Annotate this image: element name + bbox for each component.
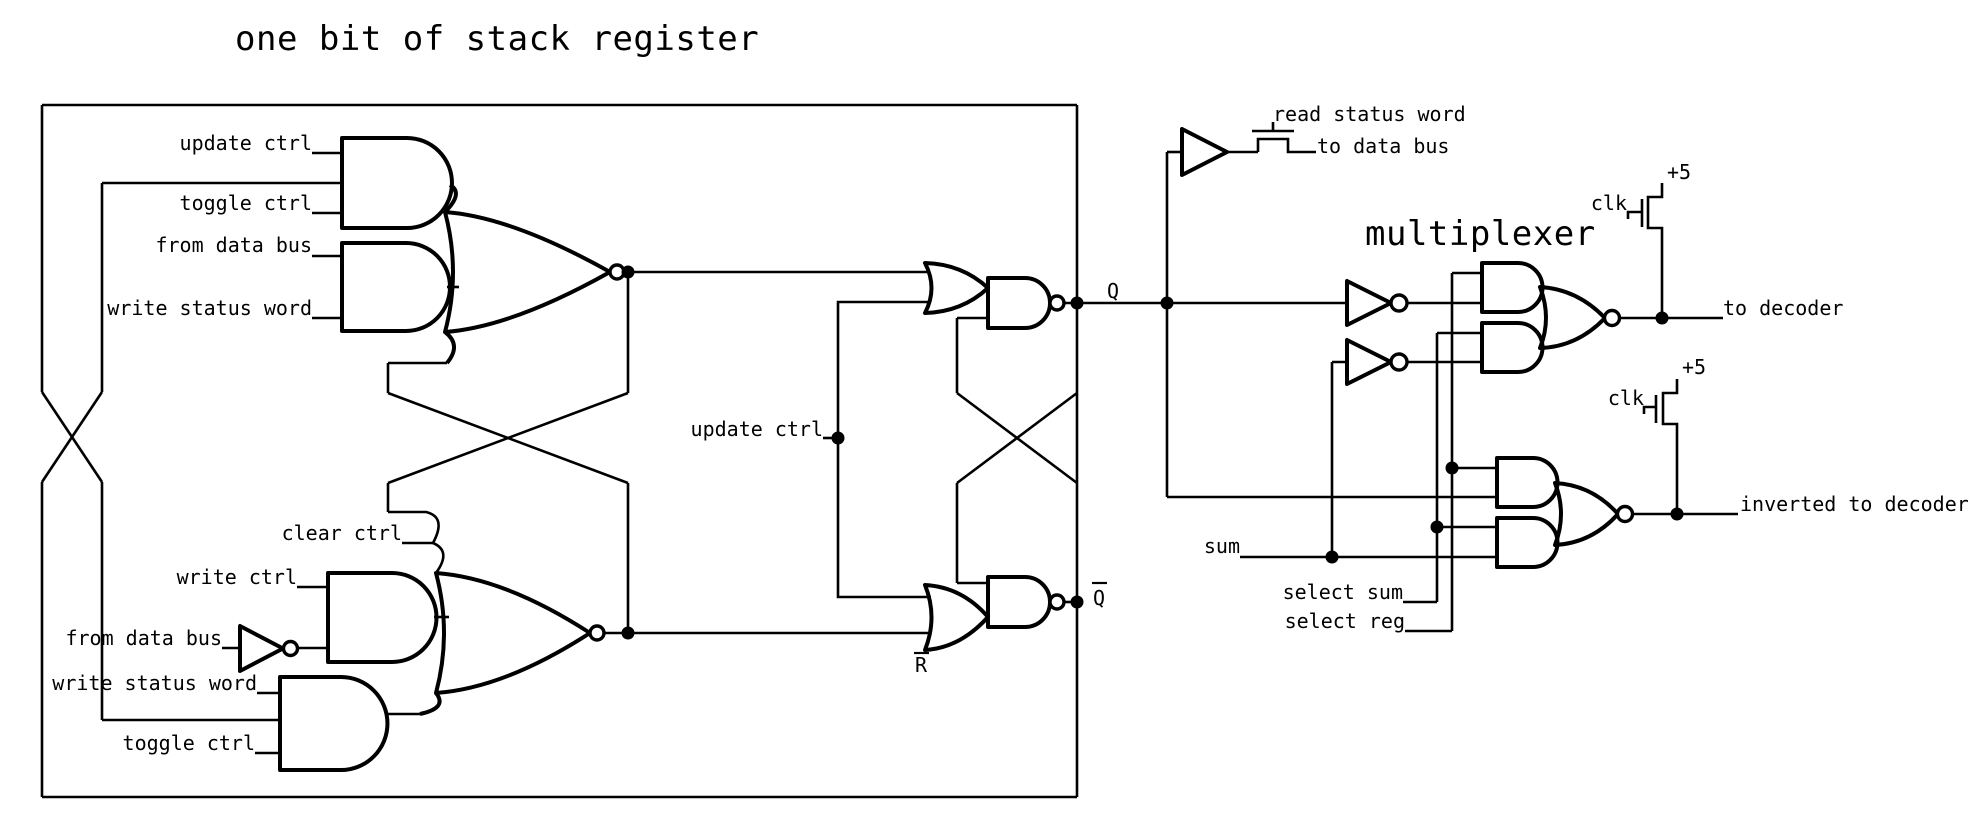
junctions — [621, 265, 1684, 640]
nand2-feedback — [955, 483, 988, 585]
and-gate-databus-write — [340, 241, 452, 333]
junction-q — [1070, 296, 1084, 310]
label-write-status-word-bottom: write status word — [52, 671, 257, 695]
junction-select-reg — [1445, 461, 1459, 475]
diagram-title: one bit of stack register — [235, 19, 759, 59]
inverter-from-data-bus — [238, 624, 285, 673]
or-gate-set-side — [923, 261, 990, 315]
label-from-data-bus-top: from data bus — [155, 233, 312, 257]
bubble-inverter-sum — [1389, 352, 1409, 372]
and-gate-writectrl — [326, 571, 439, 664]
latch-cross-diagonal-2 — [956, 391, 1078, 485]
bubble-inverter-databus — [281, 639, 300, 658]
label-clk-upper: clk — [1591, 191, 1627, 215]
label-update-ctrl-top: update ctrl — [180, 131, 312, 155]
label-update-ctrl-mid: update ctrl — [691, 417, 823, 441]
mid-cross-diagonal-2 — [387, 391, 629, 485]
junction-sum-tap — [1325, 550, 1339, 564]
inverter-sum — [1345, 338, 1393, 386]
and-gate-update-toggle — [340, 136, 454, 230]
junction-q-bar — [1070, 595, 1084, 609]
mux-and-selreg-q — [1495, 456, 1560, 509]
label-write-status-word-top: write status word — [107, 296, 312, 320]
set-feedback-scallop — [388, 510, 445, 574]
label-toggle-ctrl-top: toggle ctrl — [180, 191, 312, 215]
label-write-ctrl: write ctrl — [177, 565, 297, 589]
left-cross-diagonal-2 — [40, 391, 104, 483]
select-sum-bus — [1403, 333, 1439, 604]
nor-gate-reset — [434, 571, 592, 695]
select-reg-bus — [1405, 273, 1454, 633]
mux-nor-to-decoder — [1538, 285, 1607, 350]
buffer-read-status — [1180, 127, 1229, 177]
bubble-nand-qbar — [1048, 593, 1066, 611]
label-q: Q — [1107, 279, 1119, 303]
mux-nor-inverted — [1553, 481, 1620, 547]
labels: one bit of stack register multiplexer up… — [52, 19, 1968, 755]
multiplexer-title: multiplexer — [1365, 214, 1596, 254]
label-select-reg: select reg — [1285, 609, 1405, 633]
junction-select-sum — [1430, 520, 1444, 534]
update-ctrl-rail — [836, 300, 931, 599]
sum-to-inverter — [1330, 360, 1347, 557]
junction-set-node — [621, 265, 635, 279]
bubble-nand-q — [1048, 294, 1066, 312]
nor-set-upper-scallop — [443, 183, 458, 214]
label-q-bar: Q — [1093, 586, 1105, 610]
label-to-decoder: to decoder — [1723, 296, 1843, 320]
label-read-status-word: read status word — [1273, 102, 1466, 126]
junction-update-ctrl — [831, 431, 845, 445]
nand-gate-q — [986, 276, 1052, 330]
bubble-mux-nor-lower — [1615, 504, 1635, 524]
label-select-sum: select sum — [1283, 580, 1403, 604]
nor-gate-set — [443, 210, 612, 334]
nor-reset-lower-scallop — [419, 691, 442, 716]
mux-and-selsum-sum — [1495, 516, 1560, 569]
bubble-mux-nor-upper — [1602, 308, 1622, 328]
junction-to-decoder — [1655, 311, 1669, 325]
label-r-bar: R — [915, 653, 928, 677]
bubble-nor-reset — [588, 624, 606, 642]
mux-and-selreg-notq — [1480, 261, 1545, 314]
nor-set-lower-scallop — [443, 330, 456, 365]
wires — [40, 103, 1738, 799]
junction-q-tap — [1160, 296, 1174, 310]
and-gate-statusword-toggle — [278, 675, 390, 772]
pullup-upper-channel — [1646, 183, 1664, 318]
label-sum: sum — [1204, 534, 1240, 558]
label-clear-ctrl: clear ctrl — [282, 521, 402, 545]
bubble-inverter-q — [1389, 293, 1409, 313]
nand1-feedback — [955, 316, 988, 393]
inverter-q — [1345, 279, 1393, 327]
label-clk-lower: clk — [1608, 386, 1644, 410]
label-from-data-bus-bottom: from data bus — [65, 626, 222, 650]
mux-and-selsum-notsum — [1480, 321, 1545, 374]
junction-inverted-decoder — [1670, 507, 1684, 521]
label-toggle-ctrl-bottom: toggle ctrl — [123, 731, 255, 755]
or-gate-reset-side — [923, 583, 990, 652]
label-to-data-bus: to data bus — [1317, 134, 1449, 158]
pullup-lower-channel — [1661, 379, 1679, 514]
pullup-upper-gate-lead — [1626, 210, 1642, 219]
label-plus5-upper: +5 — [1667, 160, 1691, 184]
label-inverted-to-decoder: inverted to decoder — [1740, 492, 1969, 516]
label-plus5-lower: +5 — [1682, 355, 1706, 379]
bubbles — [281, 263, 1635, 658]
nand-gate-qbar — [986, 575, 1052, 629]
pullup-lower-gate-lead — [1642, 405, 1656, 414]
junction-reset-node — [621, 626, 635, 640]
pass-transistor-channel — [1256, 137, 1316, 154]
